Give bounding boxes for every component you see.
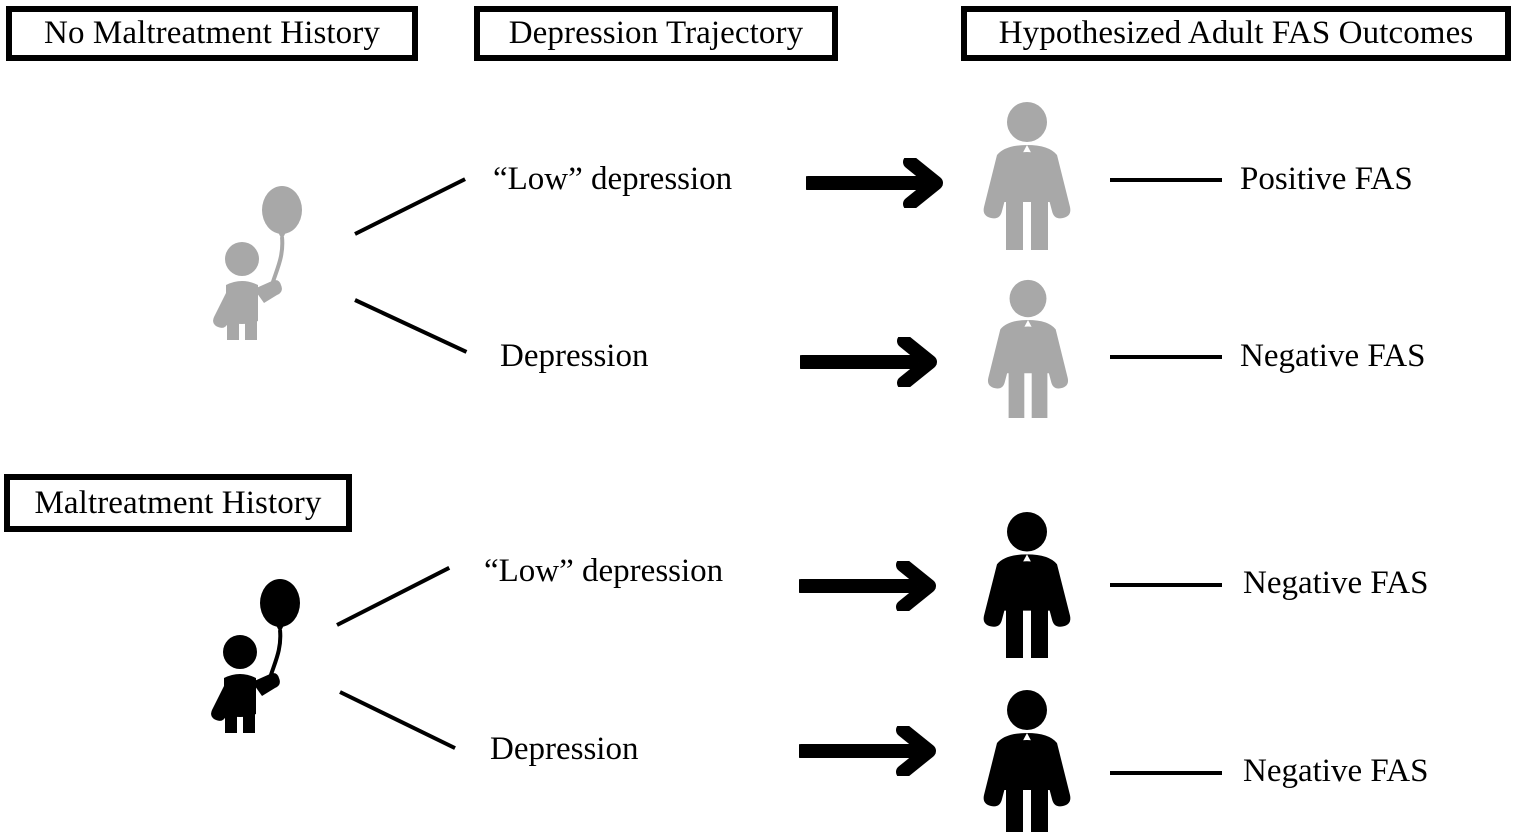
outcome-label-maltreatment-depression: Negative FAS xyxy=(1243,753,1429,789)
adult-person-icon-maltreatment-depression xyxy=(975,688,1079,832)
right-arrow-icon-no-maltreatment-low-depression xyxy=(801,155,946,211)
outcome-connector-positive-fas xyxy=(1110,178,1222,182)
trajectory-label-maltreatment-depression: Depression xyxy=(490,731,639,767)
right-arrow-icon-no-maltreatment-depression xyxy=(795,334,940,390)
header-box-hypothesized-adult-fas-outcomes: Hypothesized Adult FAS Outcomes xyxy=(961,6,1511,61)
outcome-connector-negative-fas-row4 xyxy=(1110,771,1222,775)
header-box-maltreatment-history: Maltreatment History xyxy=(4,474,352,532)
outcome-label-no-maltreatment-low-depression: Positive FAS xyxy=(1240,161,1413,197)
adult-person-icon-no-maltreatment-low-depression xyxy=(975,100,1079,250)
header-box-depression-trajectory: Depression Trajectory xyxy=(474,6,838,61)
header-label-no-maltreatment-history: No Maltreatment History xyxy=(44,15,380,51)
outcome-label-maltreatment-low-depression: Negative FAS xyxy=(1243,565,1429,601)
trajectory-label-maltreatment-low-depression: “Low” depression xyxy=(484,553,724,589)
outcome-connector-negative-fas-row3 xyxy=(1110,583,1222,587)
outcome-label-no-maltreatment-depression: Negative FAS xyxy=(1240,338,1426,374)
header-box-no-maltreatment-history: No Maltreatment History xyxy=(6,6,418,61)
adult-person-icon-no-maltreatment-depression xyxy=(980,278,1076,418)
branch-line-no-maltreatment-top xyxy=(354,177,466,236)
outcome-connector-negative-fas-row2 xyxy=(1110,355,1222,359)
adult-person-icon-maltreatment-low-depression xyxy=(975,510,1079,658)
child-with-balloon-icon-maltreatment xyxy=(208,578,318,733)
header-label-maltreatment-history: Maltreatment History xyxy=(34,484,322,521)
branch-line-no-maltreatment-bottom xyxy=(354,298,468,354)
branch-line-maltreatment-top xyxy=(336,566,451,627)
trajectory-label-no-maltreatment-depression: Depression xyxy=(500,338,649,374)
branch-line-maltreatment-bottom xyxy=(339,690,456,750)
right-arrow-icon-maltreatment-depression xyxy=(794,723,939,779)
child-with-balloon-icon-no-maltreatment xyxy=(210,185,320,340)
trajectory-label-no-maltreatment-low-depression: “Low” depression xyxy=(493,161,733,197)
header-label-depression-trajectory: Depression Trajectory xyxy=(508,15,804,51)
header-label-hypothesized-adult-fas-outcomes: Hypothesized Adult FAS Outcomes xyxy=(998,15,1474,51)
right-arrow-icon-maltreatment-low-depression xyxy=(794,558,939,614)
